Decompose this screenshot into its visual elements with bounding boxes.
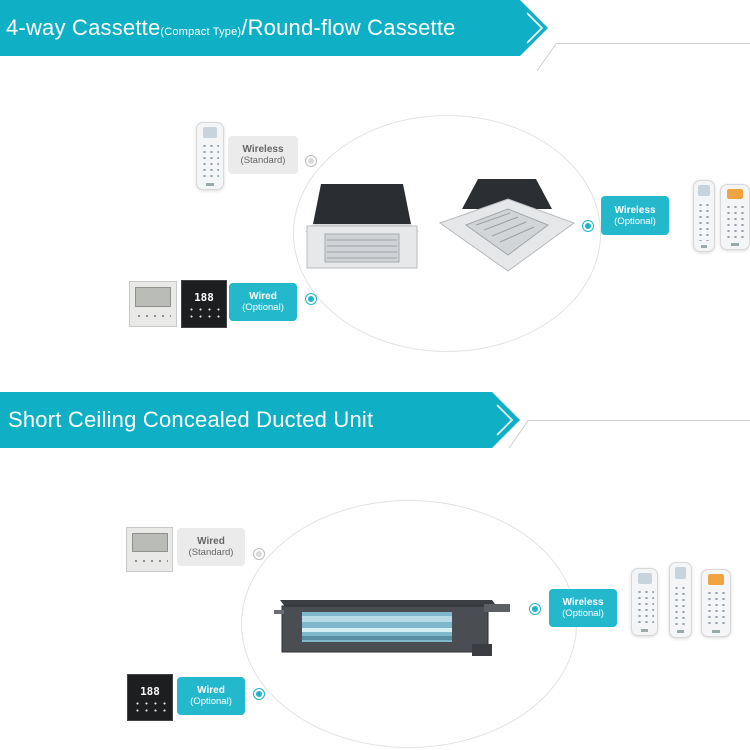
cassette-unit-compact — [305, 184, 419, 269]
connector-dot — [306, 294, 316, 304]
wireless-remote-slim — [693, 180, 715, 252]
wired-controller-black: 188 — [127, 674, 173, 721]
label-wired-optional: Wired (Optional) — [177, 677, 245, 715]
section-title-ducted: Short Ceiling Concealed Ducted Unit — [8, 407, 374, 432]
section-title-cassette: 4-way Cassette(Compact Type)/Round-flow … — [6, 15, 456, 40]
connector-dot — [530, 604, 540, 614]
chevron-right-icon — [496, 404, 514, 436]
wireless-remote-slim — [669, 562, 692, 638]
label-wired-standard: Wired (Standard) — [177, 528, 245, 566]
wireless-remote-orange-screen — [720, 184, 750, 250]
wired-controller-black: 188 — [181, 280, 227, 328]
wireless-remote-orange-screen — [701, 569, 731, 637]
label-wireless-optional: Wireless (Optional) — [549, 589, 617, 627]
section-banner-cassette: 4-way Cassette(Compact Type)/Round-flow … — [0, 0, 548, 56]
product-circle — [293, 115, 601, 352]
chevron-right-icon — [526, 12, 544, 44]
divider-slash — [536, 43, 557, 72]
wireless-remote-standard — [631, 568, 658, 636]
label-wireless-standard: Wireless (Standard) — [228, 136, 298, 174]
connector-dot — [306, 156, 316, 166]
label-wired-optional: Wired (Optional) — [229, 283, 297, 321]
divider-line — [556, 43, 750, 44]
connector-dot — [583, 221, 593, 231]
wired-controller-white — [126, 527, 173, 572]
divider-line — [528, 420, 750, 421]
connector-dot — [254, 549, 264, 559]
wired-controller-white — [129, 281, 177, 327]
label-wireless-optional: Wireless (Optional) — [601, 196, 669, 235]
section-banner-ducted: Short Ceiling Concealed Ducted Unit — [0, 392, 520, 448]
cassette-unit-round-flow — [438, 179, 576, 272]
connector-dot — [254, 689, 264, 699]
ducted-unit — [274, 600, 510, 656]
wireless-remote-standard — [196, 122, 224, 190]
